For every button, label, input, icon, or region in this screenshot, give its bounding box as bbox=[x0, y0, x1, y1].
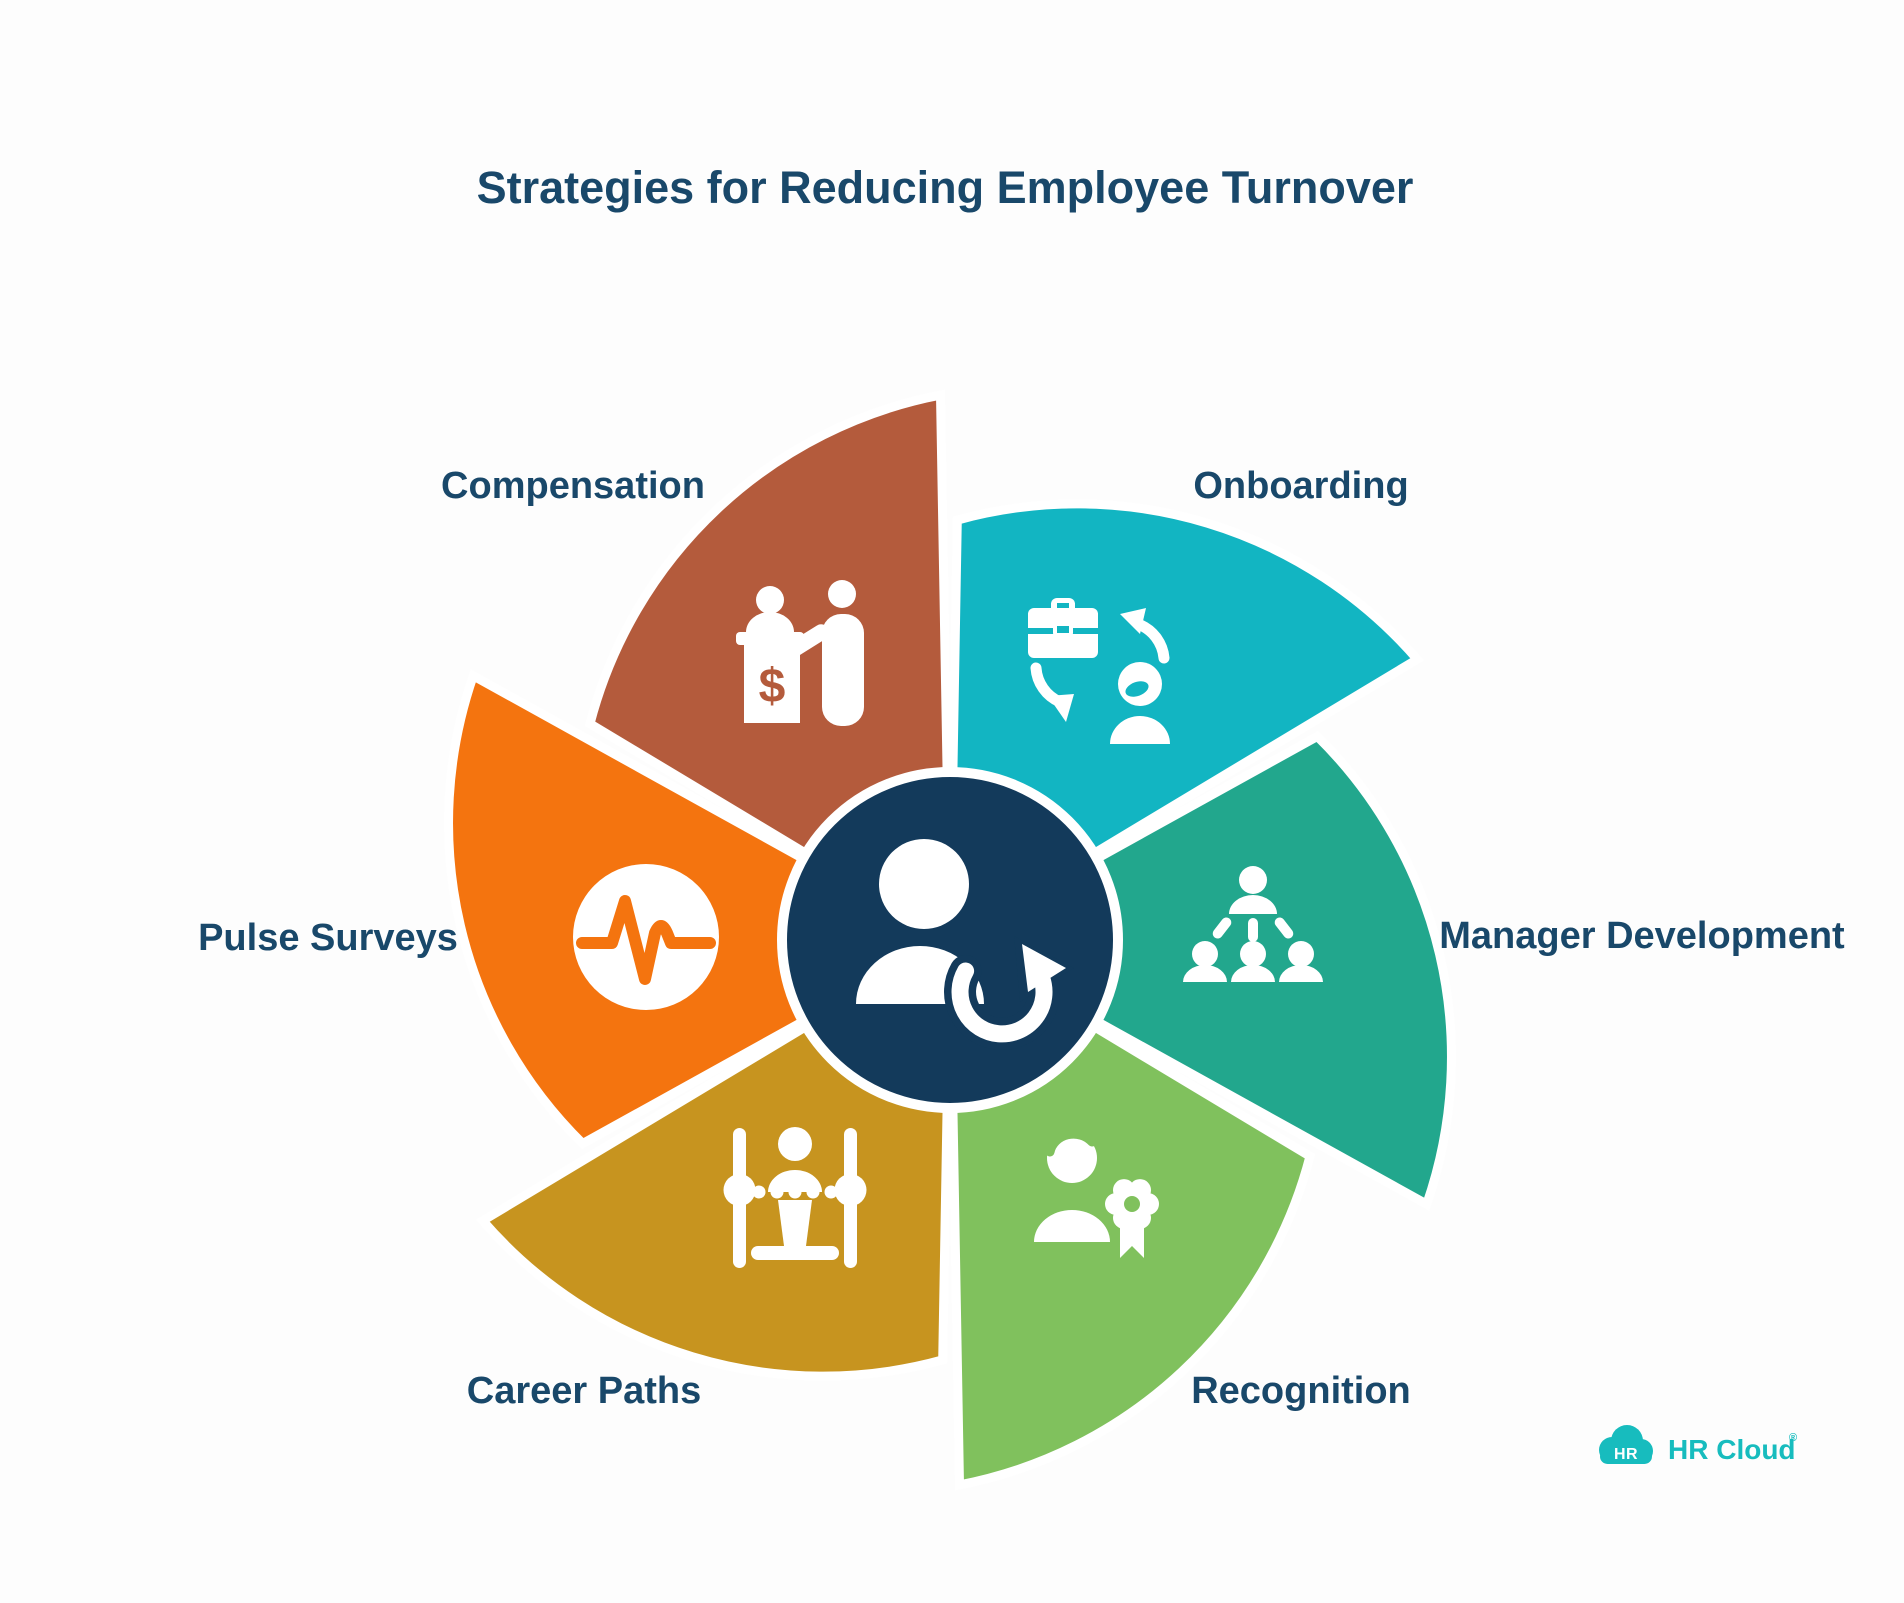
segment-label-career-paths: Career Paths bbox=[467, 1370, 701, 1412]
slider-knob-right bbox=[834, 1174, 867, 1206]
blade-career-paths bbox=[475, 1012, 952, 1381]
page-title: Strategies for Reducing Employee Turnove… bbox=[477, 162, 1414, 213]
pedestal bbox=[778, 1200, 812, 1246]
hr-cloud-logo-icon: HR bbox=[1599, 1425, 1653, 1464]
logo-badge-text: HR bbox=[1614, 1446, 1638, 1463]
employee-head bbox=[828, 580, 856, 608]
connector-mid bbox=[1248, 918, 1258, 942]
report-head-3 bbox=[1288, 941, 1314, 967]
logo-registered-mark: ® bbox=[1789, 1432, 1797, 1444]
pulse-circle bbox=[573, 864, 719, 1010]
employee-arm bbox=[786, 624, 830, 658]
smile bbox=[1125, 681, 1149, 697]
payer-shoulders bbox=[746, 612, 794, 632]
refresh-arrowhead bbox=[1022, 944, 1066, 992]
report-body-1 bbox=[1183, 965, 1227, 982]
segment-label-onboarding: Onboarding bbox=[1193, 465, 1408, 507]
leader-head bbox=[1239, 866, 1267, 894]
hair bbox=[1045, 1129, 1097, 1157]
briefcase bbox=[1028, 598, 1098, 658]
awardee-head bbox=[1047, 1133, 1097, 1183]
employee-body bbox=[822, 614, 864, 726]
report-head-2 bbox=[1240, 941, 1266, 967]
segment-label-manager-development: Manager Development bbox=[1439, 915, 1845, 957]
blade-recognition bbox=[948, 1012, 1316, 1491]
podium-body bbox=[744, 645, 800, 723]
slider-knob-left bbox=[723, 1174, 756, 1206]
awardee-body bbox=[1034, 1210, 1110, 1242]
sliders-person-icon bbox=[723, 1127, 867, 1268]
hr-cloud-logo: HR HR Cloud ® bbox=[1599, 1425, 1797, 1465]
center-person-head bbox=[879, 839, 969, 929]
climber-head bbox=[778, 1127, 812, 1161]
center-circle bbox=[777, 767, 1123, 1113]
swap-arrows bbox=[1030, 608, 1170, 722]
podium-top bbox=[736, 632, 804, 645]
connector-right bbox=[1274, 917, 1294, 939]
report-head-1 bbox=[1192, 941, 1218, 967]
climber-shoulders bbox=[768, 1170, 822, 1192]
ribbon bbox=[1120, 1224, 1144, 1258]
salary-podium-icon: $ bbox=[736, 580, 864, 726]
person-refresh-icon bbox=[856, 839, 1074, 1050]
pinwheel bbox=[444, 389, 1456, 1491]
segment-label-recognition: Recognition bbox=[1191, 1370, 1411, 1412]
org-hierarchy-icon bbox=[1183, 866, 1323, 982]
payer-head bbox=[756, 586, 784, 614]
logo-name-text: HR Cloud bbox=[1668, 1434, 1796, 1465]
leader-shoulders bbox=[1229, 895, 1277, 914]
pulse-line bbox=[576, 895, 716, 985]
pedestal-base bbox=[751, 1246, 839, 1260]
briefcase-person-swap-icon bbox=[1028, 598, 1170, 744]
report-body-2 bbox=[1231, 965, 1275, 982]
blade-onboarding bbox=[948, 499, 1425, 868]
pulse-wave-icon bbox=[573, 864, 719, 1010]
segment-label-compensation: Compensation bbox=[441, 465, 705, 507]
new-hire-person bbox=[1110, 662, 1170, 744]
dollar-sign: $ bbox=[759, 660, 786, 713]
refresh-ring bbox=[951, 962, 1053, 1043]
person-award-icon bbox=[1034, 1129, 1159, 1258]
segment-label-pulse-surveys: Pulse Surveys bbox=[198, 917, 458, 959]
connector-left bbox=[1212, 917, 1232, 939]
rosette bbox=[1105, 1179, 1159, 1258]
report-body-3 bbox=[1279, 965, 1323, 982]
